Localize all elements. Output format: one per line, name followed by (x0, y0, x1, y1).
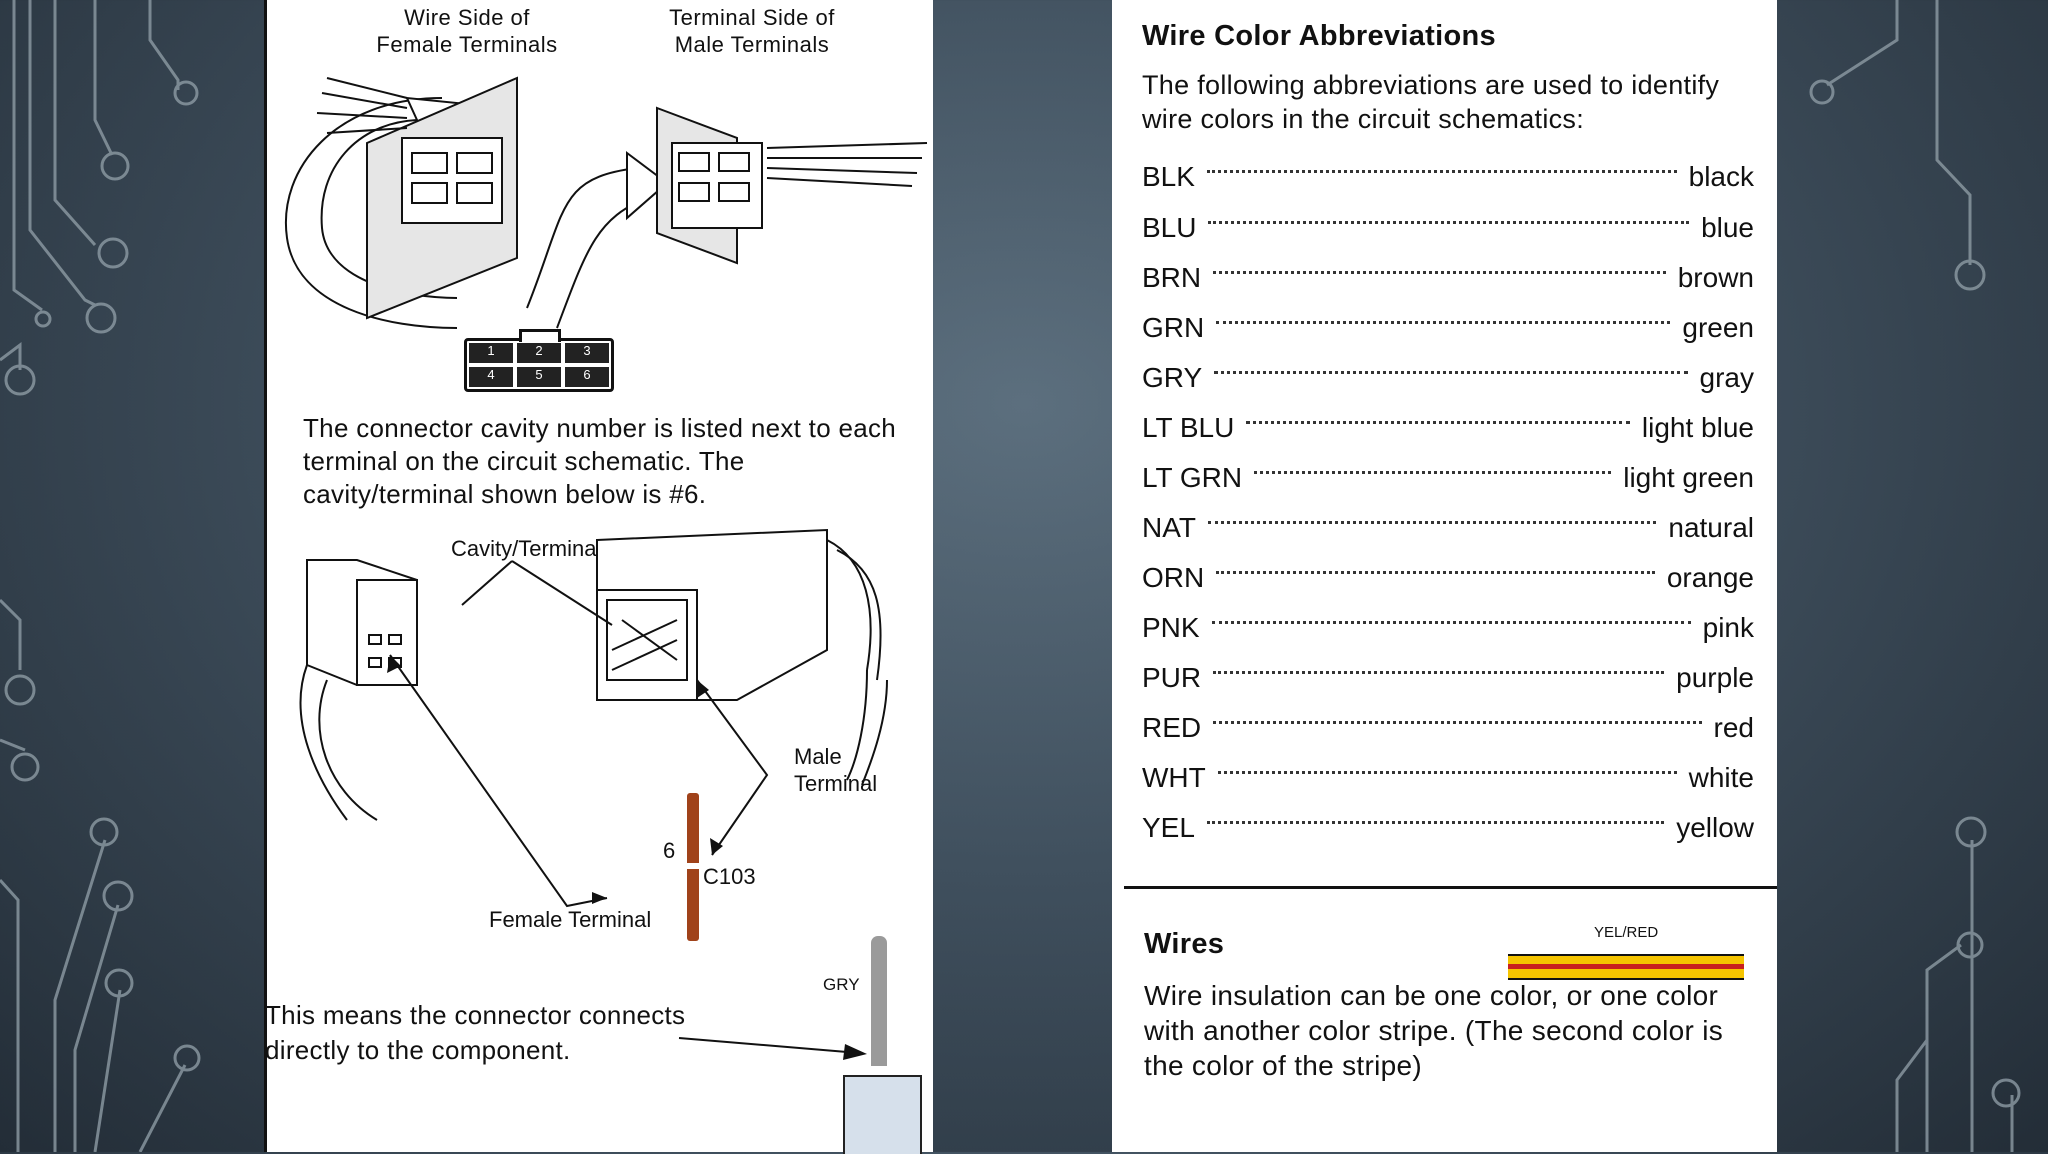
cavity-number-grid: 1 2 3 4 5 6 (464, 329, 614, 392)
abbreviation-color-name: blue (1701, 212, 1754, 243)
abbreviation-row: PUR purple (1142, 658, 1754, 698)
abbreviation-row: PNK pink (1142, 608, 1754, 648)
abbreviation-row: LT BLU light blue (1142, 408, 1754, 448)
wire-color-abbreviations-title: Wire Color Abbreviations (1142, 20, 1496, 52)
dot-leader (1211, 620, 1691, 624)
label-c103: C103 (703, 864, 756, 889)
abbreviation-row: WHT white (1142, 758, 1754, 798)
abbreviation-code: BLK (1142, 161, 1195, 192)
abbreviation-color-name: black (1688, 161, 1754, 192)
label-male-terminal: Male Terminal (794, 744, 878, 796)
abbreviation-color-name: light green (1623, 462, 1754, 493)
dot-leader (1207, 520, 1657, 524)
right-circuit-decoration (1809, 0, 2021, 1152)
abbreviation-row: LT GRN light green (1142, 458, 1754, 498)
label-female-terminal: Female Terminal (489, 907, 652, 932)
abbreviation-color-name: brown (1677, 262, 1754, 293)
wires-title: Wires (1144, 928, 1225, 960)
abbreviation-code: PUR (1142, 662, 1202, 693)
abbreviation-code: YEL (1142, 812, 1195, 843)
abbreviation-row: ORN orange (1142, 558, 1754, 598)
abbreviation-code: ORN (1142, 562, 1205, 593)
wire-swatch-label: YEL/RED (1594, 924, 1659, 941)
abbreviation-color-name: purple (1676, 662, 1754, 693)
label-cavity-terminal-6: Cavity/Terminal 6 (451, 536, 620, 561)
dot-leader (1254, 470, 1612, 474)
cavity-4: 4 (469, 367, 513, 387)
caption-terminal-side-male: Terminal Side of Male Terminals (669, 5, 835, 57)
abbreviation-code: RED (1142, 712, 1202, 743)
abbreviation-row: BRN brown (1142, 258, 1754, 298)
dot-leader (1206, 169, 1677, 173)
dot-leader (1217, 770, 1677, 774)
cavity-1: 1 (469, 343, 513, 363)
dot-leader (1213, 270, 1666, 274)
abbreviation-color-name: natural (1668, 512, 1754, 543)
yellow-red-wire-swatch (1508, 954, 1744, 980)
abbreviation-code: GRN (1142, 312, 1205, 343)
abbreviation-code: GRY (1142, 362, 1203, 393)
abbreviation-code: WHT (1142, 762, 1206, 793)
dot-leader (1214, 370, 1688, 374)
caption-wire-side-female: Wire Side of Female Terminals (376, 5, 558, 57)
abbreviation-color-name: pink (1702, 612, 1754, 643)
left-circuit-decoration (0, 0, 201, 1152)
abbreviation-row: YEL yellow (1142, 808, 1754, 848)
abbreviation-row: BLK black (1142, 157, 1754, 197)
abbreviation-color-name: white (1688, 762, 1754, 793)
abbreviation-code: LT GRN (1142, 462, 1243, 493)
cavity-explanation-paragraph: The connector cavity number is listed ne… (303, 413, 897, 509)
abbreviation-color-name: red (1713, 712, 1754, 743)
dot-leader (1213, 670, 1665, 674)
connector-c103-illustration (299, 528, 888, 941)
abbreviation-row: GRY gray (1142, 358, 1754, 398)
abbreviation-code: LT BLU (1142, 412, 1235, 443)
abbreviations-intro: The following abbreviations are used to … (1142, 70, 1720, 134)
wire-color-panel: Wire Color Abbreviations The following a… (1112, 0, 1777, 1152)
abbreviation-color-name: gray (1699, 362, 1754, 393)
component-box (843, 1075, 922, 1154)
cavity-6: 6 (565, 367, 609, 387)
abbreviation-code: NAT (1142, 512, 1196, 543)
connector-diagram-panel: Wire Side of Female Terminals Terminal S… (264, 0, 933, 1154)
abbreviation-code: BLU (1142, 212, 1197, 243)
abbreviation-color-name: yellow (1676, 812, 1754, 843)
direct-connection-note: This means the connector connects direct… (265, 1000, 686, 1065)
abbreviation-row: NAT natural (1142, 508, 1754, 548)
cavity-3: 3 (565, 343, 609, 363)
abbreviation-row: RED red (1142, 708, 1754, 748)
connector-halves-illustration (284, 76, 928, 329)
dot-leader (1216, 320, 1671, 324)
dot-leader (1213, 720, 1702, 724)
abbreviation-code: BRN (1142, 262, 1202, 293)
label-gry: GRY (823, 975, 860, 994)
abbreviation-row: GRN green (1142, 308, 1754, 348)
label-cavity-6: 6 (663, 838, 676, 863)
cavity-2: 2 (517, 343, 561, 363)
abbreviation-code: PNK (1142, 612, 1200, 643)
wires-description-text: Wire insulation can be one color, or one… (1144, 980, 1724, 1081)
direct-connect-arrow (678, 1037, 867, 1060)
cavity-5: 5 (517, 367, 561, 387)
dot-leader (1206, 820, 1665, 824)
abbreviation-color-name: green (1682, 312, 1754, 343)
gray-wire (871, 936, 887, 1066)
dot-leader (1216, 570, 1655, 574)
abbreviation-color-name: orange (1666, 562, 1754, 593)
wires-description: Wire insulation can be one color, or one… (1144, 978, 1754, 1083)
abbreviation-row: BLU blue (1142, 208, 1754, 248)
section-divider (1124, 886, 1777, 889)
dot-leader (1246, 420, 1630, 424)
abbreviation-color-name: light blue (1641, 412, 1754, 443)
dot-leader (1208, 220, 1690, 224)
abbreviation-list: BLK black BLU blue BRN brown GRN green GRY gr… (1112, 0, 1777, 860)
